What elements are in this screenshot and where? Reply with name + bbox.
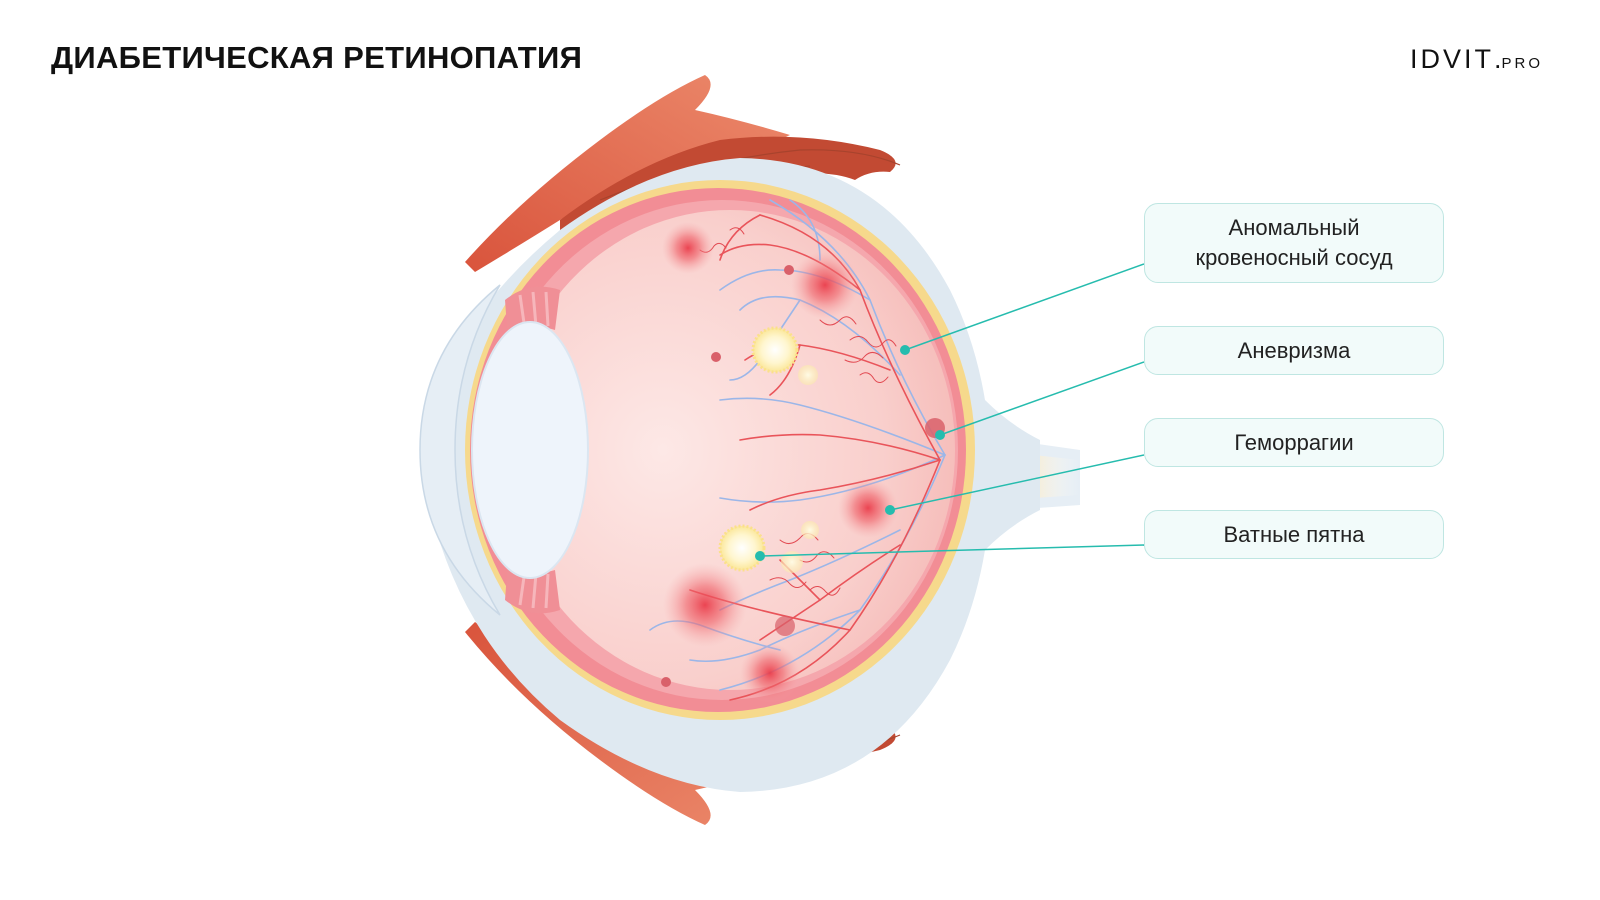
lens	[471, 321, 589, 579]
hemorrhage-spot	[740, 643, 800, 703]
cotton-wool-spot-large	[751, 326, 799, 374]
logo-dot: .	[1494, 44, 1502, 74]
leader-line-cotton-wool	[759, 544, 1145, 557]
callout-aneurysm: Аневризма	[1144, 326, 1444, 375]
page-title: ДИАБЕТИЧЕСКАЯ РЕТИНОПАТИЯ	[51, 40, 583, 75]
cotton-wool-spot-small	[781, 551, 803, 573]
leader-dot	[755, 551, 765, 561]
leader-dot	[900, 345, 910, 355]
callout-label: Геморрагии	[1234, 429, 1354, 455]
leader-line-abnormal-vessel	[904, 263, 1145, 351]
callout-abnormal-vessel: Аномальный кровеносный сосуд	[1144, 203, 1444, 283]
microaneurysm-dot	[784, 265, 794, 275]
microaneurysm-dot	[711, 352, 721, 362]
logo-text-accent: V	[1443, 44, 1465, 74]
leader-dot	[935, 430, 945, 440]
leader-dots	[755, 345, 945, 561]
callout-hemorrhages: Геморрагии	[1144, 418, 1444, 467]
cotton-wool-spot-small	[798, 365, 818, 385]
brand-logo: IDVIT.PRO	[1410, 44, 1543, 75]
callout-cotton-wool-spots: Ватные пятна	[1144, 510, 1444, 559]
leader-line-hemorrhages	[889, 454, 1145, 511]
cotton-wool-spot-small	[801, 521, 819, 539]
logo-text-rest: IT	[1464, 44, 1495, 74]
aneurysms	[661, 265, 945, 687]
cornea	[419, 284, 501, 616]
cotton-wool-spots	[718, 326, 819, 573]
logo-text: ID	[1410, 44, 1443, 74]
vitreous-body	[505, 210, 955, 690]
hemorrhage-spot	[663, 563, 747, 647]
callout-label: Аневризма	[1237, 337, 1351, 363]
hemorrhage-spot	[791, 251, 859, 319]
hemorrhages	[662, 222, 898, 703]
callout-label: Аномальный кровеносный сосуд	[1195, 215, 1393, 270]
aneurysm-dot	[775, 616, 795, 636]
callout-label: Ватные пятна	[1223, 521, 1365, 547]
leader-lines	[759, 263, 1145, 557]
hemorrhage-spot	[662, 222, 714, 274]
microaneurysm-dot	[661, 677, 671, 687]
hemorrhage-spot	[838, 478, 898, 538]
leader-dot	[885, 505, 895, 515]
logo-suffix: PRO	[1501, 55, 1544, 72]
leader-line-aneurysm	[939, 361, 1145, 436]
cotton-wool-spot-large	[718, 524, 766, 572]
